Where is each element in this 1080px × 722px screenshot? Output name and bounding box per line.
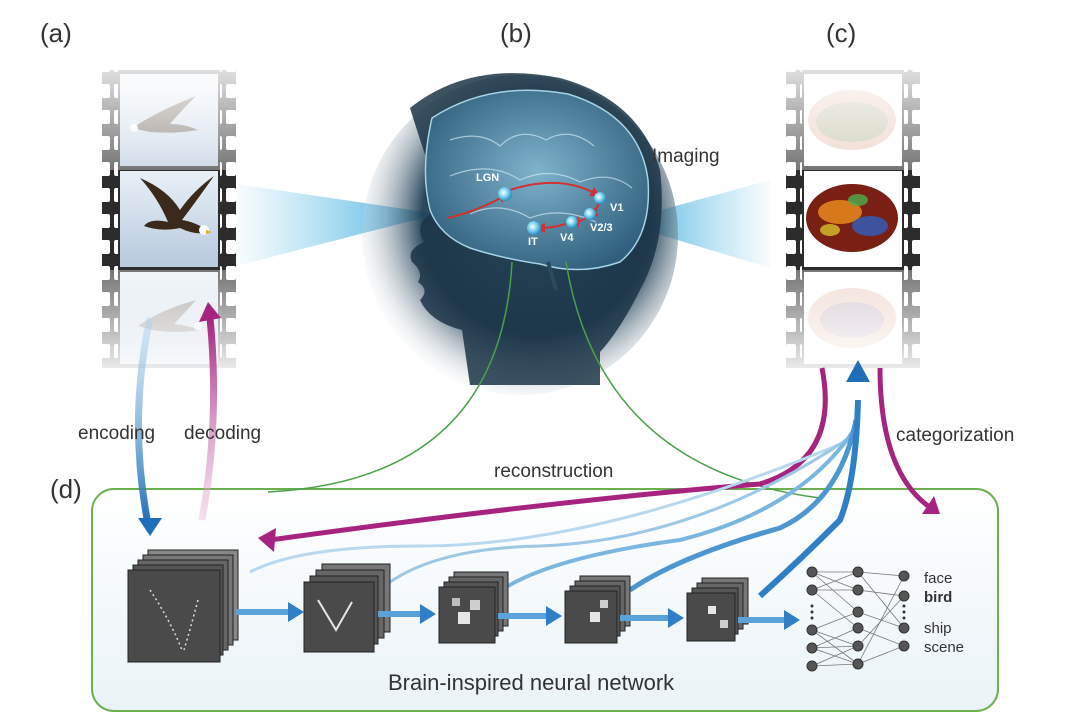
- node-v4: [566, 216, 578, 228]
- decoding-label: decoding: [184, 423, 262, 444]
- node-it: [527, 221, 541, 235]
- beam-right: [618, 180, 770, 268]
- region-label-it: IT: [528, 236, 538, 248]
- link-brain-left: [267, 261, 513, 493]
- encoding-arrow: [134, 317, 154, 525]
- panel-label-d: (d): [50, 474, 82, 504]
- conv-stack-4: [686, 577, 749, 642]
- panel-label-c: (c): [826, 18, 857, 48]
- visual-pathway: [447, 181, 606, 235]
- forward-arrows: [236, 602, 800, 630]
- class-label-ship: ship: [924, 620, 952, 637]
- encoding-label: encoding: [78, 423, 156, 444]
- conv-stack-3: [564, 575, 631, 644]
- eagle-frame-2: [140, 176, 214, 235]
- node-v1: [594, 192, 606, 204]
- region-label-lgn: LGN: [476, 172, 500, 184]
- categorization-arrow: [877, 367, 930, 508]
- reconstruction-arrow: [269, 367, 828, 543]
- region-label-v4: V4: [560, 232, 574, 244]
- head-illustration: [362, 73, 678, 395]
- fully-connected-layers: [806, 566, 910, 672]
- region-label-v1: V1: [610, 202, 624, 214]
- layer-to-brain-arrows: [249, 360, 870, 599]
- class-label-bird: bird: [924, 589, 953, 606]
- beam-left: [236, 184, 438, 266]
- film-strip-stimulus: [102, 70, 236, 368]
- feature-maps: [127, 549, 749, 663]
- network-box: [91, 488, 999, 712]
- class-label-face: face: [924, 570, 953, 587]
- panel-label-b: (b): [500, 18, 532, 48]
- network-title: Brain-inspired neural network: [388, 670, 675, 695]
- film-strip-brain-imaging: [786, 70, 920, 368]
- conv-stack-1: [303, 563, 391, 653]
- class-label-scene: scene: [924, 639, 965, 656]
- node-lgn: [498, 187, 512, 201]
- reconstruction-label: reconstruction: [494, 461, 614, 482]
- region-label-v23: V2/3: [590, 222, 613, 234]
- input-stack: [127, 549, 239, 663]
- brain: [424, 89, 650, 271]
- node-v23: [584, 208, 596, 220]
- imaging-label: Imaging: [652, 146, 720, 167]
- conv-stack-2: [438, 571, 509, 644]
- decoding-arrow: [198, 317, 218, 521]
- panel-label-a: (a): [40, 18, 72, 48]
- categorization-label: categorization: [896, 425, 1015, 446]
